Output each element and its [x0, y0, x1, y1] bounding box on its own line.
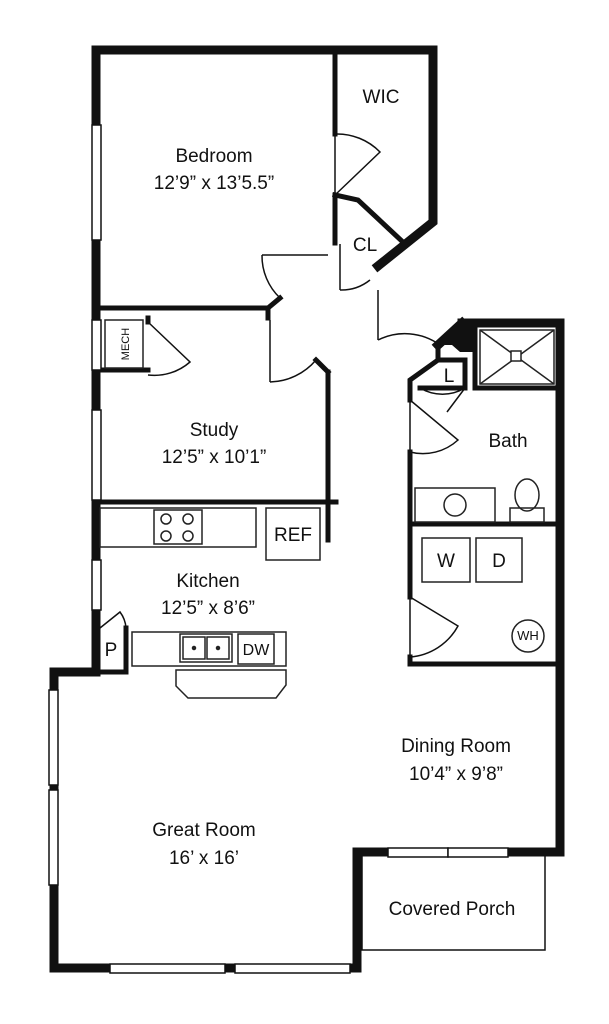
- labels: WIC Bedroom 12’9” x 13’5.5” CL MECH Stud…: [105, 87, 539, 920]
- covered-porch-label: Covered Porch: [389, 899, 516, 920]
- bedroom-name: Bedroom: [175, 146, 252, 167]
- washer: [421, 537, 471, 583]
- kitchen-name: Kitchen: [176, 571, 239, 592]
- shower: [479, 329, 555, 385]
- mech-label: MECH: [120, 328, 132, 360]
- kitchen-sink: [179, 633, 233, 663]
- study-name: Study: [190, 420, 239, 441]
- great-room-dims: 16’ x 16’: [169, 848, 239, 869]
- dining-room-dims: 10’4” x 9’8”: [409, 764, 503, 785]
- dryer: [475, 537, 523, 583]
- doors: [99, 133, 466, 658]
- bedroom-dims: 12’9” x 13’5.5”: [154, 173, 274, 194]
- fixtures: [99, 319, 555, 699]
- bath-vanity: [414, 487, 496, 523]
- toilet: [509, 507, 545, 523]
- pantry-label: P: [105, 640, 118, 661]
- wic-label: WIC: [363, 87, 400, 108]
- linen-label: L: [444, 366, 455, 387]
- dishwasher-label: DW: [243, 642, 271, 659]
- exterior-walls: [49, 45, 565, 973]
- water-heater-label: WH: [517, 628, 539, 643]
- washer-label: W: [437, 551, 455, 572]
- cooktop: [153, 509, 203, 545]
- great-room-name: Great Room: [152, 820, 255, 841]
- bath-label: Bath: [488, 431, 527, 452]
- dining-room-name: Dining Room: [401, 736, 511, 757]
- interior-walls: [93, 47, 563, 675]
- covered-porch-outline: [361, 856, 546, 951]
- kitchen-dims: 12’5” x 8’6”: [161, 598, 255, 619]
- water-heater: [511, 619, 545, 653]
- refrigerator-label: REF: [274, 525, 312, 546]
- mech-box: [104, 319, 144, 369]
- dishwasher: [237, 633, 275, 665]
- wall-corner-bath: [438, 320, 476, 352]
- closet-label: CL: [353, 235, 377, 256]
- dryer-label: D: [492, 551, 506, 572]
- windows: [48, 124, 509, 974]
- refrigerator: [265, 507, 321, 561]
- study-dims: 12’5” x 10’1”: [162, 447, 267, 468]
